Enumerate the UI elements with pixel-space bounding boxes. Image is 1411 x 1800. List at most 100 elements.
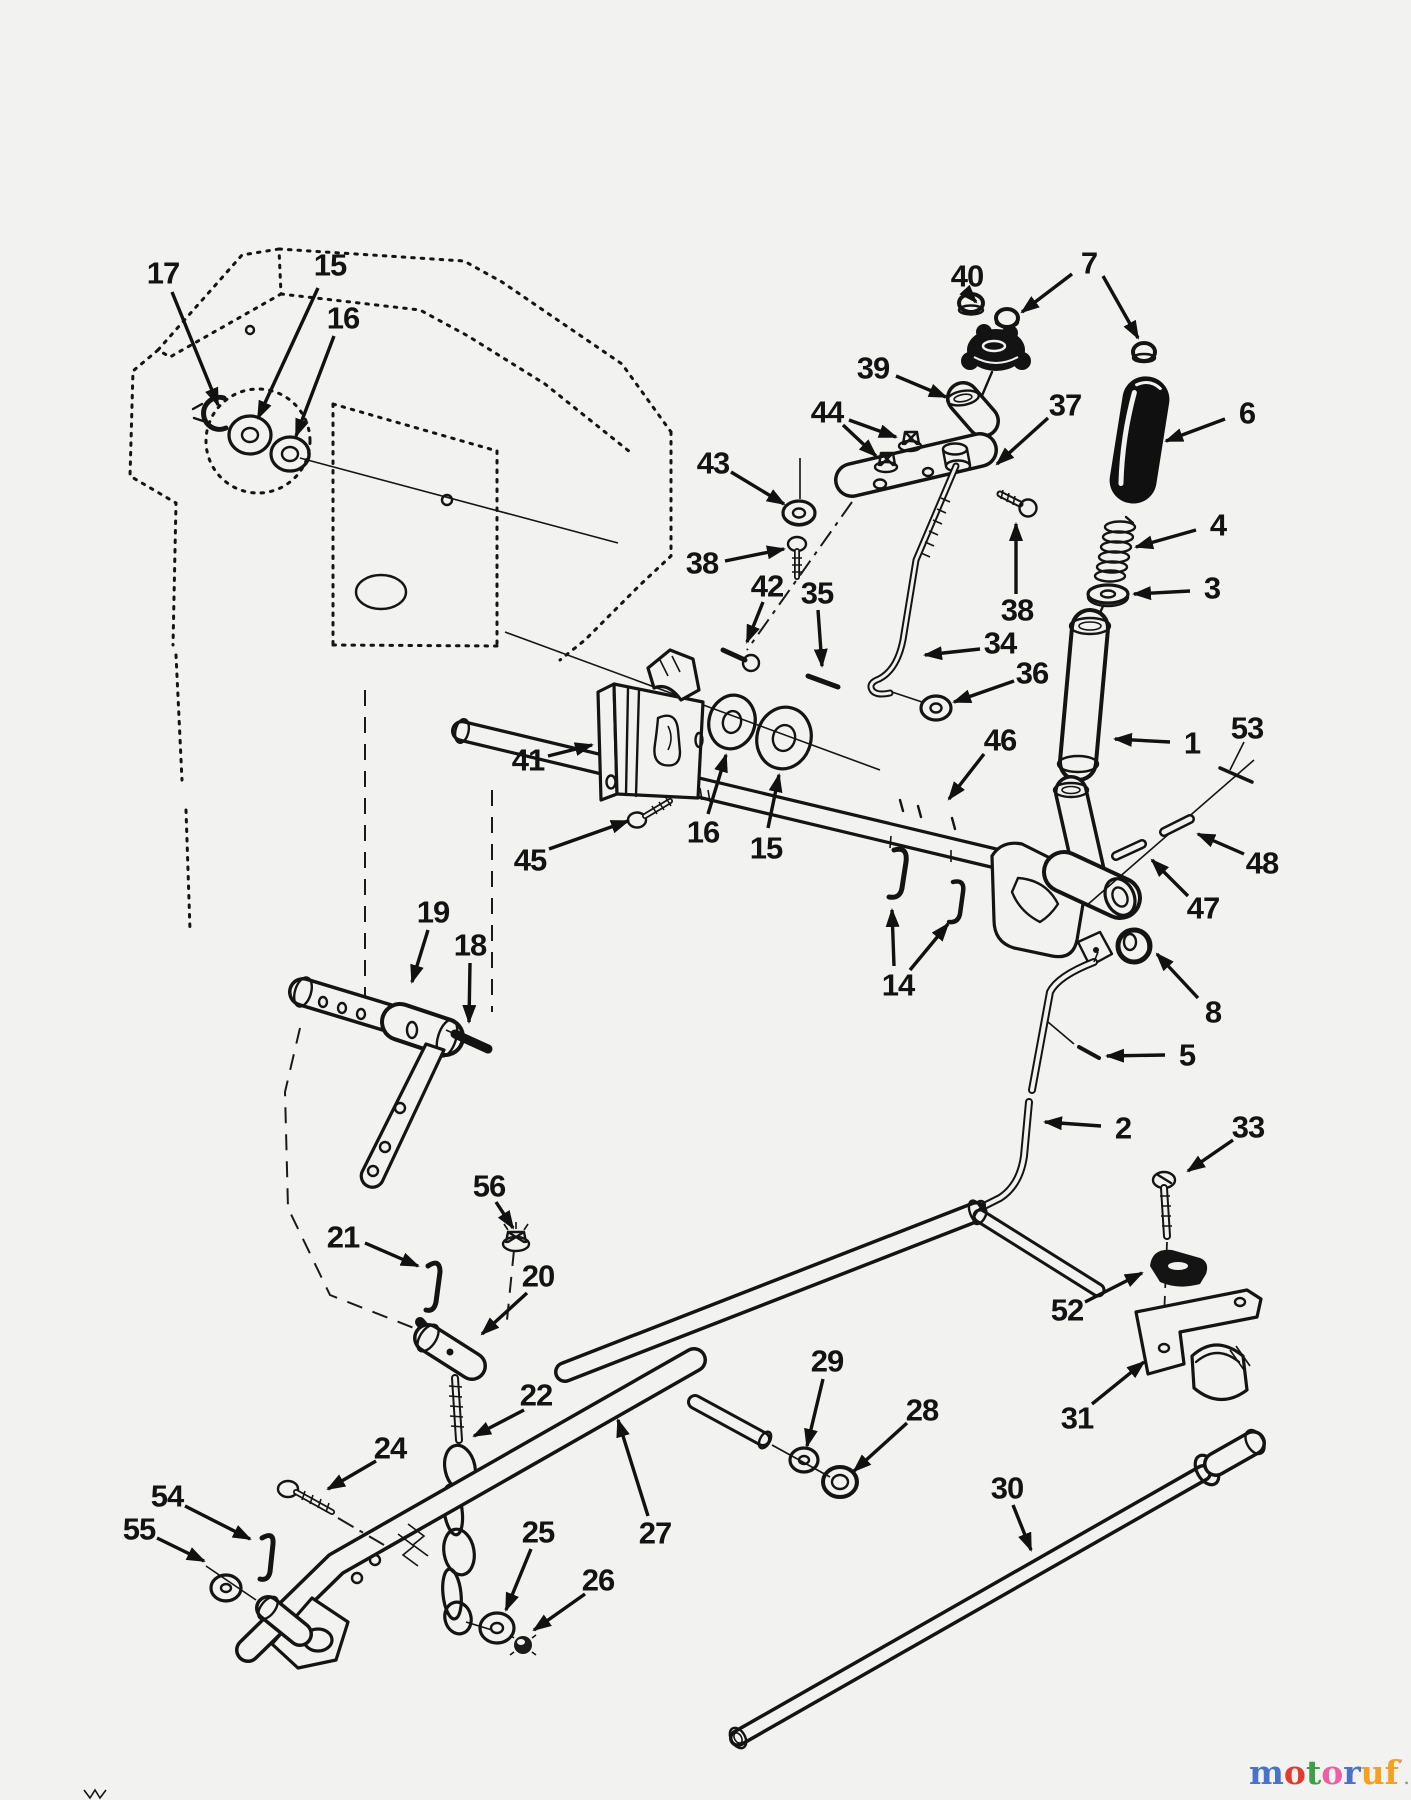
callout-36: 36 (1015, 655, 1049, 691)
callout-7: 7 (1080, 245, 1098, 281)
callout-31: 31 (1060, 1400, 1094, 1436)
knob-8 (1115, 927, 1153, 965)
callout-38-left: 38 (685, 545, 719, 581)
cap-nut-7a (994, 307, 1020, 329)
callout-39: 39 (856, 350, 890, 386)
callout-56: 56 (472, 1168, 506, 1204)
callout-33: 33 (1231, 1109, 1265, 1145)
bracket-41 (596, 648, 705, 802)
lever-19 (288, 976, 465, 1189)
callout-arrows (156, 272, 1245, 1632)
callout-17: 17 (146, 255, 180, 291)
callout-2: 2 (1114, 1110, 1132, 1146)
logo-letter: u (1360, 1753, 1385, 1792)
lift-link-rod-2 (969, 951, 1099, 1219)
callout-16-mid: 16 (686, 814, 720, 850)
callout-4: 4 (1209, 507, 1227, 543)
callout-41: 41 (511, 742, 545, 778)
projection-lines (283, 457, 881, 1333)
callout-45: 45 (513, 842, 547, 878)
callout-25: 25 (521, 1514, 555, 1550)
roll-pins-47-48-53 (1085, 759, 1255, 907)
lift-rod-30 (728, 1428, 1266, 1750)
bushing-28 (821, 1465, 859, 1499)
callout-22: 22 (519, 1377, 553, 1413)
tube-end-stub (687, 1394, 831, 1478)
callout-24: 24 (373, 1430, 407, 1466)
upper-lift-tube (554, 1199, 987, 1383)
callout-26: 26 (581, 1562, 615, 1598)
washer-36 (919, 694, 953, 722)
logo-letter: o (1283, 1753, 1306, 1792)
cap-nut-7b (1131, 341, 1157, 364)
callout-29: 29 (810, 1343, 844, 1379)
callout-35: 35 (800, 575, 834, 611)
logo-letter: f (1384, 1753, 1399, 1792)
star-knob (961, 324, 1031, 400)
callout-15-top: 15 (313, 247, 347, 283)
cotter-pin-5 (1047, 1021, 1101, 1060)
callout-52: 52 (1050, 1292, 1084, 1328)
callout-16-top: 16 (326, 300, 360, 336)
bracket-31 (1134, 1288, 1263, 1402)
pin-18 (445, 1029, 493, 1054)
cable-clamp-52 (1150, 1249, 1208, 1287)
callout-15-mid: 15 (749, 830, 783, 866)
logo-letter: o (1321, 1753, 1344, 1792)
lift-rod-stub (972, 1206, 1106, 1298)
spring-pin-35 (805, 673, 841, 690)
tube-1 (1056, 608, 1112, 782)
washer-15-top (227, 414, 273, 456)
callout-44: 44 (810, 394, 844, 430)
trunnion-20 (413, 1317, 487, 1381)
callout-27: 27 (638, 1515, 672, 1551)
callout-14: 14 (881, 967, 915, 1003)
callout-20: 20 (521, 1258, 555, 1294)
callout-30: 30 (990, 1470, 1024, 1506)
bolt-33 (1151, 1170, 1177, 1345)
callout-46: 46 (983, 722, 1017, 758)
callout-5: 5 (1178, 1037, 1196, 1073)
motoruf-logo[interactable]: motoruf’.de (1249, 1753, 1411, 1792)
washer-16-mid (707, 693, 757, 751)
clevis-pin-42 (720, 647, 761, 673)
snap-ring-17 (191, 394, 229, 432)
hub-assembly (990, 841, 1142, 968)
callout-1: 1 (1183, 725, 1201, 761)
callout-3: 3 (1203, 570, 1221, 606)
logo-letter: m (1249, 1753, 1284, 1792)
mount-plate-37 (834, 432, 998, 498)
spring-4 (1093, 515, 1137, 583)
callout-54: 54 (150, 1478, 184, 1514)
callout-42: 42 (750, 568, 784, 604)
callout-37: 37 (1048, 387, 1082, 423)
carriage-bolt-38-right (996, 489, 1038, 518)
frame-outline (83, 247, 673, 1800)
callout-19: 19 (416, 894, 450, 930)
callout-28: 28 (905, 1392, 939, 1428)
washer-55 (209, 1573, 243, 1603)
callout-6: 6 (1238, 395, 1256, 431)
callout-21: 21 (326, 1219, 360, 1255)
lock-nut-26 (509, 1634, 537, 1656)
callout-47: 47 (1186, 890, 1220, 926)
washer-15-mid (755, 705, 813, 771)
lift-rod-34 (867, 462, 960, 703)
flange-nuts-44 (873, 430, 923, 474)
callout-40: 40 (950, 258, 984, 294)
bolt-24 (276, 1479, 385, 1546)
grip-6 (1109, 376, 1170, 504)
callout-55: 55 (122, 1511, 156, 1547)
hook-pin-21 (423, 1260, 443, 1313)
hook-pins-14 (886, 835, 966, 925)
logo-trademark-tick: ’ (1398, 1758, 1404, 1774)
logo-suffix: .de (1403, 1765, 1411, 1789)
carriage-bolt-38-left (786, 535, 808, 580)
spacer-39 (945, 381, 1000, 438)
hook-pin-54 (257, 1533, 276, 1582)
callout-53: 53 (1230, 710, 1264, 746)
callout-43: 43 (696, 445, 730, 481)
carriage-bolt-45 (626, 797, 673, 829)
